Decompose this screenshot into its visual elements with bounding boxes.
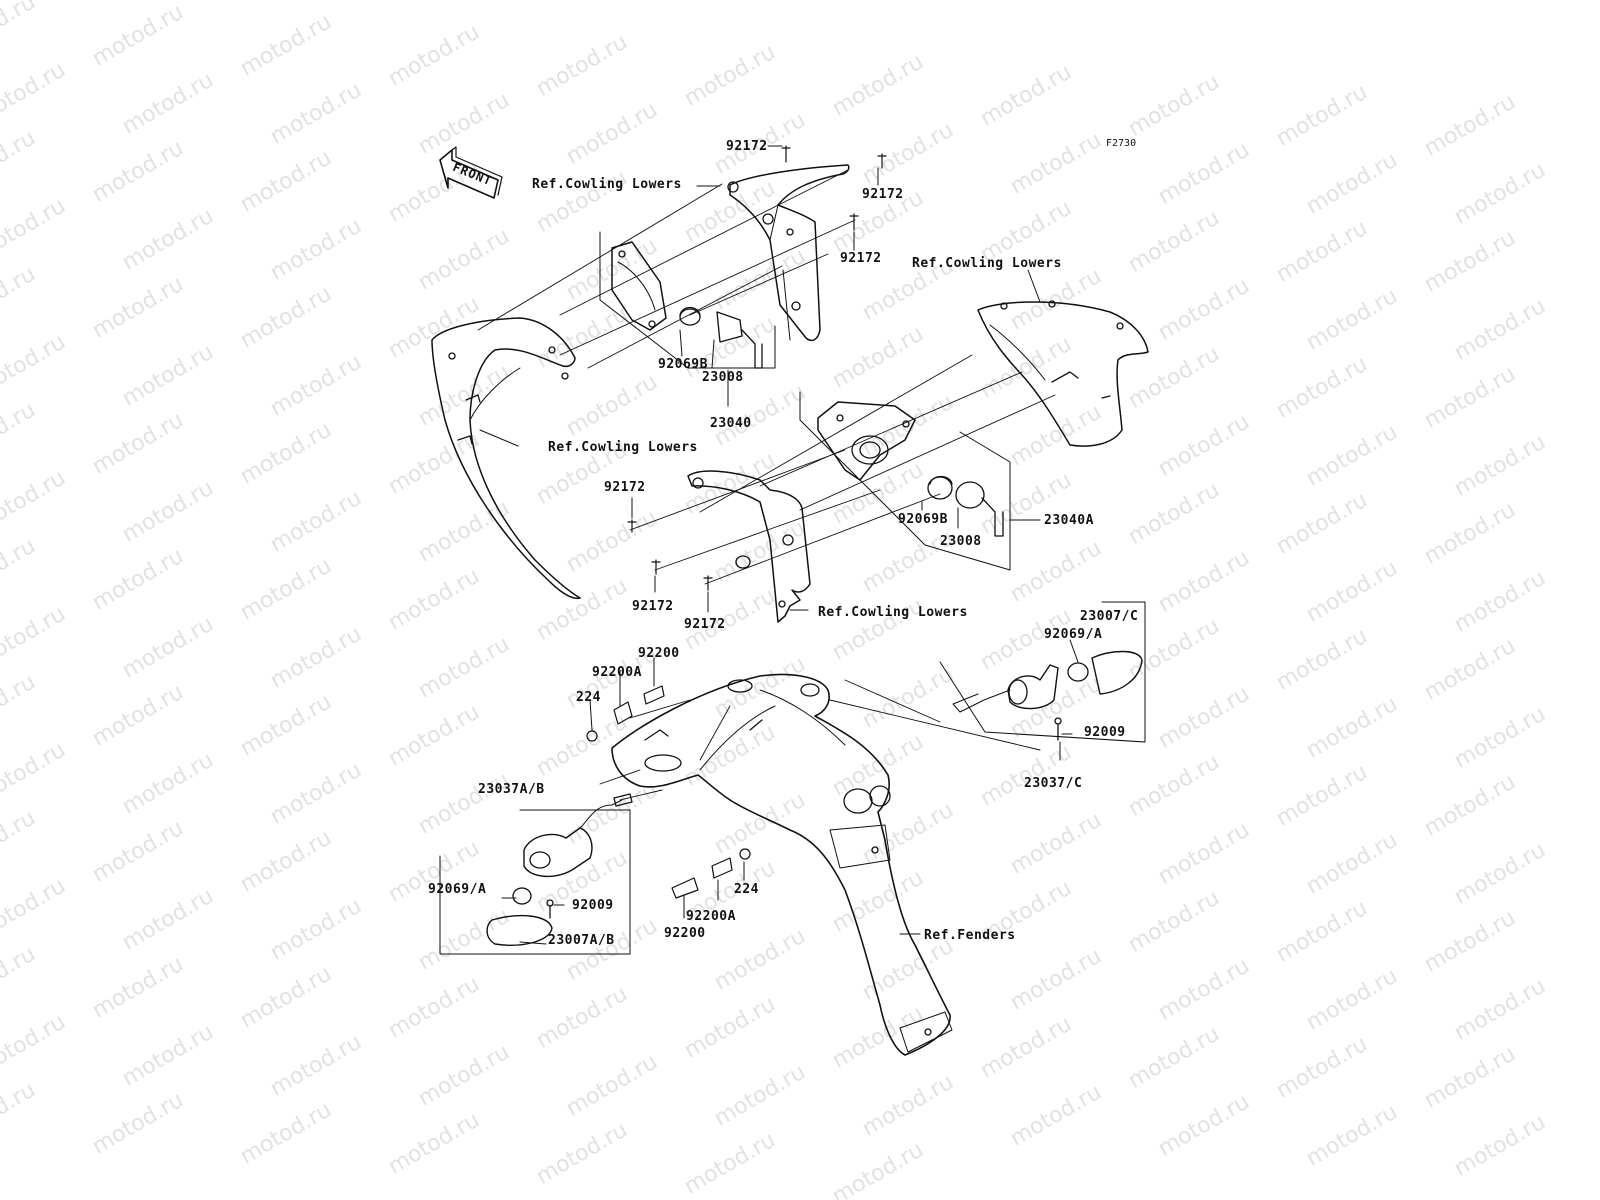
clip-nut-icon-group [586,685,751,899]
assembly-lines [477,169,1056,801]
group-box-23037c [939,601,1146,743]
part-23008-a: 23008 [702,370,744,385]
part-92069b-b: 92069B [898,512,948,527]
label-ref-fenders: Ref.Fenders [924,928,1016,943]
part-92200-b: 92200 [664,926,706,941]
part-23008-b: 23008 [940,534,982,549]
part-92200a-b: 92200A [686,909,736,924]
part-92172-c: 92172 [840,251,882,266]
part-23007c: 23007/C [1080,609,1139,624]
part-92069a-a: 92069/A [1044,627,1103,642]
part-23037ab: 23037A/B [478,782,545,797]
label-ref-cowling-lowers-2: Ref.Cowling Lowers [912,256,1062,271]
part-23037c: 23037/C [1024,776,1083,791]
part-224-a: 224 [576,690,601,705]
group-box-23040a [799,391,1011,571]
rear-turn-signal-right [952,650,1143,741]
part-23040a: 23040A [1044,513,1094,528]
part-92009-a: 92009 [1084,725,1126,740]
part-92172-b: 92172 [862,187,904,202]
label-ref-cowling-lowers-1: Ref.Cowling Lowers [532,177,682,192]
diagram-code: F2730 [1106,138,1137,149]
part-92069a-b: 92069/A [428,882,487,897]
part-92200-a: 92200 [638,646,680,661]
part-23007ab: 23007A/B [548,933,615,948]
part-92172-a: 92172 [726,139,768,154]
part-92069b-a: 92069B [658,357,708,372]
rear-fender-bracket [611,673,953,1056]
front-arrow-icon [439,146,503,199]
group-box-23037ab [439,809,631,955]
bolt-icon-group [627,145,887,591]
leader-lines [479,145,1079,945]
part-224-b: 224 [734,882,759,897]
part-23040: 23040 [710,416,752,431]
label-ref-cowling-lowers-3: Ref.Cowling Lowers [548,440,698,455]
part-92172-f: 92172 [684,617,726,632]
part-92172-d: 92172 [604,480,646,495]
part-92172-e: 92172 [632,599,674,614]
upper-turn-signal-left [611,241,763,369]
right-cowling-lower [977,300,1149,447]
part-92200a-a: 92200A [592,665,642,680]
middle-bracket [687,470,811,623]
part-92009-b: 92009 [572,898,614,913]
rear-turn-signal-left [486,793,633,946]
upper-bracket [727,164,850,342]
left-cowling-lower [431,317,581,600]
group-box-23040 [599,231,776,369]
label-ref-cowling-lowers-4: Ref.Cowling Lowers [818,605,968,620]
